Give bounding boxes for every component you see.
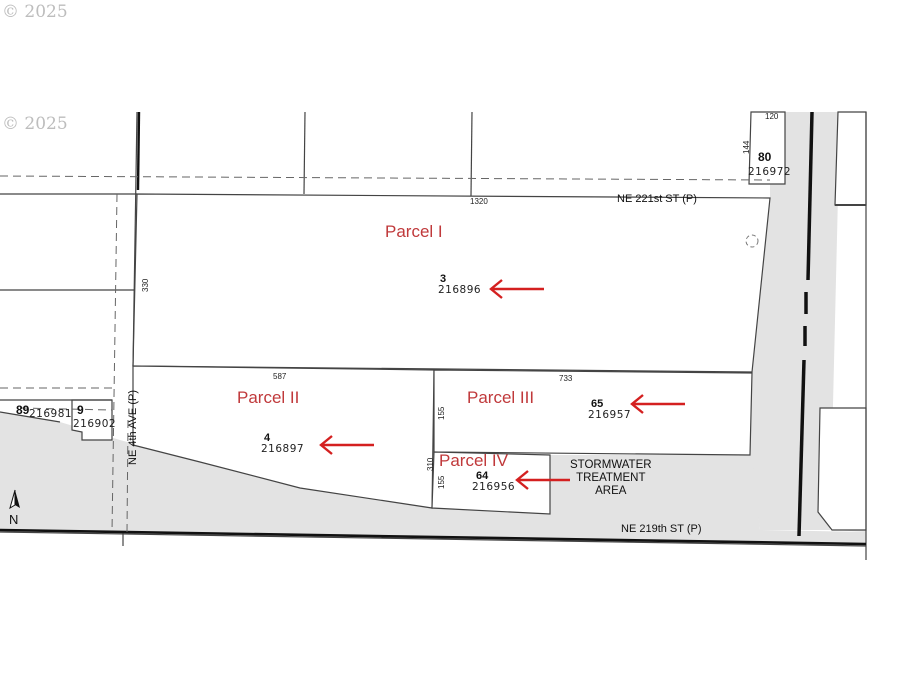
parcel-iii-shape [433,369,753,456]
dimension-155-lower: 155 [437,475,446,489]
parcel-iv-shape [431,451,551,515]
lot-80-number: 80 [758,150,772,164]
parcel-ii-label: Parcel II [237,388,300,407]
copyright-watermark-top: © 2025 [2,2,68,22]
copyright-watermark: © 2025 [2,114,68,134]
dimension-587: 587 [273,372,287,381]
parcel-iii-taxid: 216957 [588,409,632,421]
dimension-310: 310 [426,457,435,471]
survey-marker [745,234,759,248]
parcel-iv-taxid: 216956 [472,481,516,493]
lot-9-number: 9 [77,403,84,417]
parcel-iii-label: Parcel III [467,388,535,407]
arrow-parcel-i [489,279,544,299]
arrows [319,279,685,490]
parcel-shapes [71,111,867,531]
parcel-iv-label: Parcel IV [439,451,508,470]
lot-9-taxid: 216902 [73,418,117,430]
parcel-i-lot: 3 [440,273,447,285]
arrow-parcel-iv [515,470,570,490]
dimension-330: 330 [141,278,150,292]
stormwater-line-2: TREATMENT [576,472,646,484]
dimension-155-upper: 155 [437,406,446,420]
parcel-ii-lot: 4 [264,432,271,444]
dimension-120: 120 [765,112,779,121]
arrow-parcel-ii [319,435,374,455]
dimension-144: 144 [742,140,751,154]
stormwater-line-1: STORMWATER [570,459,652,471]
stormwater-line-3: AREA [595,485,627,497]
parcel-iv-lot: 64 [476,470,489,482]
parcel-iii-lot: 65 [591,398,604,410]
east-lot-upper [834,111,867,206]
dimension-1320: 1320 [470,197,488,206]
street-ne-221st: NE 221st ST (P) [617,193,697,205]
north-label: N [9,512,19,527]
parcel-i-taxid: 216896 [438,284,482,296]
lot-89-number: 89 [16,403,30,417]
north-arrow-icon [9,489,20,510]
lot-89-taxid: 216981 [29,408,73,420]
arrow-parcel-iii [630,394,685,414]
dimension-733: 733 [559,374,573,383]
lot-80-taxid: 216972 [748,166,792,178]
parcel-ii-taxid: 216897 [261,443,305,455]
street-ne-219th: NE 219th ST (P) [621,523,702,535]
parcel-i-shape [132,193,771,373]
parcel-i-label: Parcel I [385,222,443,241]
street-ne-4th-ave: NE 4th AVE (P) [127,390,139,465]
stormwater-area-label: STORMWATER TREATMENT AREA [570,459,652,498]
lot-80-shape [748,111,786,185]
east-lot-lower [817,407,867,531]
